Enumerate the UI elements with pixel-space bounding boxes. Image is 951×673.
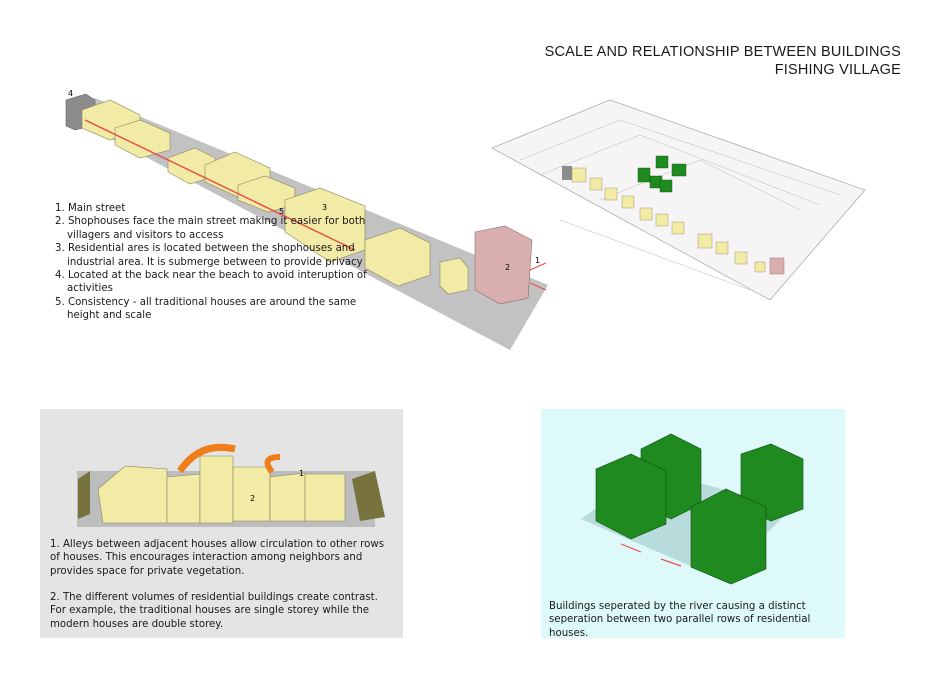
street-notes: 1. Main street 2. Shophouses face the ma… bbox=[55, 202, 385, 323]
label-1: 1 bbox=[535, 256, 540, 265]
access-arrow bbox=[529, 282, 547, 291]
note-2: 2. Shophouses face the main street makin… bbox=[55, 216, 366, 241]
residential-blocks bbox=[81, 99, 469, 295]
river-diagram bbox=[581, 433, 804, 585]
label-4: 4 bbox=[68, 89, 73, 98]
note-3: 3. Residential ares is located between t… bbox=[55, 243, 363, 268]
note-1: 1. Main street bbox=[55, 203, 126, 214]
alley-text-2: 2. The different volumes of residential … bbox=[50, 592, 378, 630]
label-2: 2 bbox=[250, 494, 255, 503]
arrow-icon bbox=[177, 443, 236, 474]
river-text: Buildings seperated by the river causing… bbox=[549, 601, 811, 639]
shophouse-block bbox=[474, 225, 533, 305]
arrow-icon bbox=[264, 454, 281, 474]
access-arrow bbox=[529, 262, 547, 271]
note-5: 5. Consistency - all traditional houses … bbox=[55, 296, 357, 322]
site-plan bbox=[491, 99, 866, 301]
main-street-line bbox=[84, 119, 356, 251]
green-buildings bbox=[595, 433, 804, 585]
label-1: 1 bbox=[299, 469, 304, 478]
page-title: SCALE AND RELATIONSHIP BETWEEN BUILDINGS bbox=[544, 44, 901, 60]
alley-diagram: 2 1 bbox=[77, 443, 385, 527]
alley-text-1: 1. Alleys between adjacent houses allow … bbox=[50, 539, 384, 577]
page-subtitle: FISHING VILLAGE bbox=[774, 62, 901, 78]
label-3: 3 bbox=[322, 203, 327, 212]
label-2: 2 bbox=[505, 263, 510, 272]
label-5: 5 bbox=[279, 207, 284, 216]
river-panel: Buildings seperated by the river causing… bbox=[541, 409, 845, 639]
alley-panel: 2 1 1. Alleys between adjacent houses al… bbox=[40, 409, 403, 638]
note-4: 4. Located at the back near the beach to… bbox=[55, 270, 367, 295]
